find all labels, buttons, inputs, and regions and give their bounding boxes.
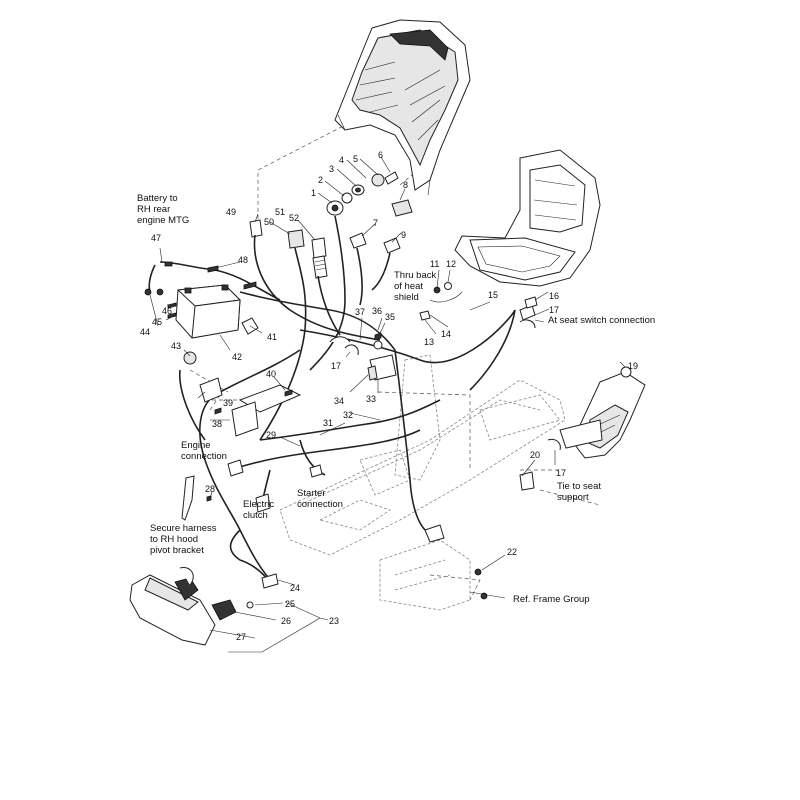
- callout-48: 48: [238, 255, 249, 265]
- callout-47: 47: [151, 233, 162, 243]
- seat: [454, 149, 601, 287]
- battery-assembly: [144, 261, 259, 365]
- callout-17-right: 17: [556, 468, 567, 478]
- callout-3: 3: [329, 164, 335, 174]
- callout-23: 23: [329, 616, 340, 626]
- note-engine-connection-line-1: Engine: [181, 440, 211, 451]
- seat-switch-housing: [559, 366, 646, 459]
- hood-assembly: [334, 19, 471, 196]
- note-secure-harness-line-2: to RH hood: [150, 534, 199, 545]
- callout-leaders: [149, 156, 626, 653]
- callout-29: 29: [266, 430, 277, 440]
- callout-51: 51: [275, 207, 286, 217]
- note-engine-connection-line-2: connection: [181, 451, 227, 462]
- callout-20: 20: [530, 450, 541, 460]
- callout-16: 16: [549, 291, 560, 301]
- callout-17-top: 17: [549, 305, 560, 315]
- callout-45: 45: [152, 317, 163, 327]
- callout-1: 1: [311, 188, 317, 198]
- callout-52: 52: [289, 213, 300, 223]
- callout-17-mid: 17: [331, 361, 342, 371]
- note-electric-clutch-line-1: Electric: [243, 499, 275, 510]
- wiring-harness: [148, 215, 516, 586]
- note-secure-harness-line-1: Secure harness: [150, 523, 217, 534]
- callout-46: 46: [162, 306, 173, 316]
- callout-4: 4: [339, 155, 345, 165]
- note-heat-shield: Thru back of heat shield: [394, 270, 436, 303]
- callout-34: 34: [334, 396, 345, 406]
- note-heat-shield-line-3: shield: [394, 292, 419, 303]
- callout-50: 50: [264, 217, 275, 227]
- note-ref-frame-line-1: Ref. Frame Group: [513, 594, 590, 605]
- callout-2: 2: [318, 175, 324, 185]
- callout-31: 31: [323, 418, 334, 428]
- callout-19: 19: [628, 361, 639, 371]
- note-seat-switch: At seat switch connection: [548, 315, 655, 326]
- callout-42: 42: [232, 352, 243, 362]
- harness-connectors: [249, 219, 328, 279]
- note-electric-clutch: Electric clutch: [243, 499, 274, 521]
- callout-15: 15: [488, 290, 499, 300]
- frame-chassis: [279, 354, 566, 611]
- callout-44: 44: [140, 327, 151, 337]
- callout-37: 37: [355, 307, 366, 317]
- callout-26: 26: [281, 616, 292, 626]
- starter-solenoid: [329, 332, 397, 381]
- ignition-switch-components: [326, 171, 413, 254]
- note-seat-switch-line-1: At seat switch connection: [548, 315, 656, 326]
- note-battery: Battery to RH rear engine MTG: [137, 193, 189, 226]
- callout-7: 7: [373, 218, 379, 228]
- callout-49: 49: [226, 207, 237, 217]
- callout-9: 9: [401, 230, 407, 240]
- note-ref-frame: Ref. Frame Group: [513, 594, 590, 605]
- note-heat-shield-line-2: of heat: [394, 281, 424, 292]
- note-tie-seat-line-1: Tie to seat: [557, 481, 602, 492]
- callout-39: 39: [223, 398, 234, 408]
- note-starter-connection-line-1: Starter: [297, 488, 326, 499]
- note-electric-clutch-line-2: clutch: [243, 510, 268, 521]
- note-secure-harness-line-3: pivot bracket: [150, 545, 204, 556]
- callout-40: 40: [266, 369, 277, 379]
- callout-43: 43: [171, 341, 182, 351]
- note-secure-harness: Secure harness to RH hood pivot bracket: [150, 523, 217, 556]
- note-battery-line-2: RH rear: [137, 204, 171, 215]
- callout-13: 13: [424, 337, 435, 347]
- note-heat-shield-line-1: Thru back: [394, 270, 437, 281]
- callout-33: 33: [366, 394, 377, 404]
- mounting-brackets: [199, 377, 302, 437]
- callout-35: 35: [385, 312, 396, 322]
- callout-28: 28: [205, 484, 216, 494]
- callout-38: 38: [212, 419, 223, 429]
- callout-27: 27: [236, 632, 247, 642]
- note-tie-seat: Tie to seat support: [557, 481, 601, 503]
- note-starter-connection: Starter connection: [297, 488, 343, 510]
- note-battery-line-3: engine MTG: [137, 215, 190, 226]
- callout-6: 6: [378, 150, 384, 160]
- note-engine-connection: Engine connection: [181, 440, 227, 462]
- callout-14: 14: [441, 329, 452, 339]
- note-tie-seat-line-2: support: [557, 492, 589, 503]
- callout-24: 24: [290, 583, 301, 593]
- callout-11: 11: [430, 259, 440, 269]
- callout-5: 5: [353, 154, 359, 164]
- lower-components: [181, 459, 535, 600]
- headlight-assembly: [129, 566, 279, 646]
- note-starter-connection-line-2: connection: [297, 499, 343, 510]
- callout-36: 36: [372, 306, 383, 316]
- callout-32: 32: [343, 410, 354, 420]
- heat-shield-components: [419, 282, 538, 329]
- callout-41: 41: [267, 332, 278, 342]
- callout-12: 12: [446, 259, 457, 269]
- note-battery-line-1: Battery to: [137, 193, 178, 204]
- harness-clips: [344, 344, 561, 451]
- callout-25: 25: [285, 599, 296, 609]
- callout-8: 8: [403, 180, 409, 190]
- callout-22: 22: [507, 547, 518, 557]
